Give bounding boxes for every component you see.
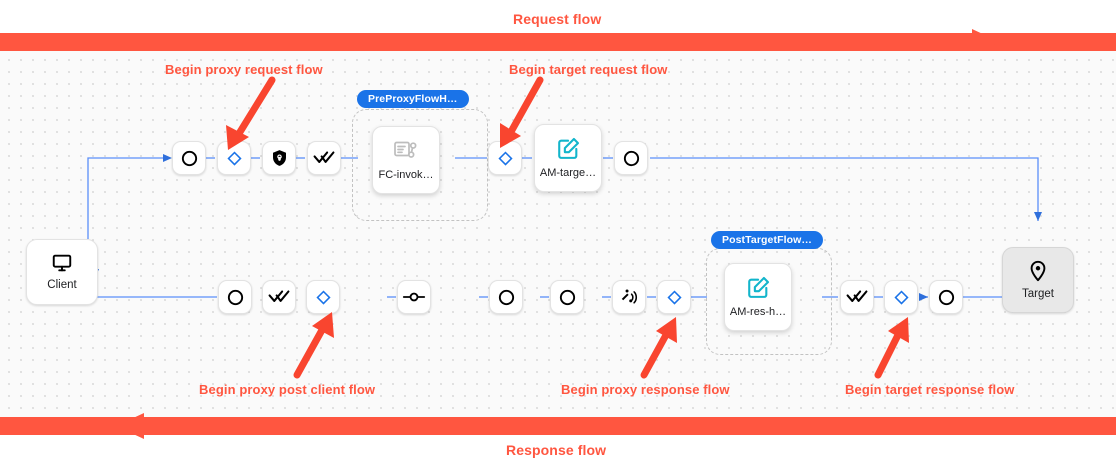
satellite-signal-icon	[619, 287, 640, 308]
response-step-target-verify[interactable]	[840, 280, 874, 314]
response-step-client-end[interactable]	[218, 280, 252, 314]
response-step-verify[interactable]	[262, 280, 296, 314]
circle-icon	[180, 149, 199, 168]
begin-proxy-request-flow-step[interactable]	[217, 141, 251, 175]
response-flow-arrowhead-icon	[116, 413, 144, 439]
annotation-label-target-response: Begin target response flow	[845, 382, 1015, 397]
request-flow-banner	[0, 33, 1116, 51]
response-flow-banner	[0, 417, 1116, 435]
request-step-verify[interactable]	[307, 141, 341, 175]
flow-callout-policy-node[interactable]: FC-invok…	[372, 126, 440, 194]
flow-canvas[interactable]: Client Target	[0, 51, 1116, 417]
circle-icon	[622, 149, 641, 168]
pre-proxy-flow-hook-group	[352, 109, 488, 221]
wire-arrowhead-icon	[1034, 212, 1042, 221]
request-step-end-circle[interactable]	[614, 141, 648, 175]
annotation-label-proxy-response: Begin proxy response flow	[561, 382, 730, 397]
wire-arrowhead-icon	[919, 293, 928, 301]
assign-message-response-policy-node[interactable]: AM-res-h…	[724, 263, 792, 331]
diamond-icon	[666, 289, 683, 306]
flow-callout-icon	[393, 139, 419, 163]
begin-proxy-response-flow-step[interactable]	[657, 280, 691, 314]
client-endpoint-node[interactable]: Client	[26, 239, 98, 305]
response-step-node-connector[interactable]	[397, 280, 431, 314]
diamond-icon	[893, 289, 910, 306]
wire-arrowhead-icon	[163, 154, 172, 162]
begin-proxy-post-client-flow-step[interactable]	[306, 280, 340, 314]
post-target-flow-badge[interactable]: PostTargetFlow…	[711, 231, 823, 249]
circle-icon	[558, 288, 577, 307]
diamond-icon	[315, 289, 332, 306]
target-endpoint-node[interactable]: Target	[1002, 247, 1074, 313]
begin-target-response-flow-step[interactable]	[884, 280, 918, 314]
response-step-proxy-start[interactable]	[489, 280, 523, 314]
request-step-security[interactable]	[262, 141, 296, 175]
shield-lock-icon	[270, 148, 289, 168]
node-connector-icon	[402, 290, 426, 304]
response-step-signal[interactable]	[612, 280, 646, 314]
response-step-proxy-second[interactable]	[550, 280, 584, 314]
flow-callout-policy-label: FC-invok…	[378, 168, 434, 181]
client-endpoint-label: Client	[47, 279, 77, 292]
assign-message-icon	[746, 275, 771, 300]
diamond-icon	[226, 150, 243, 167]
assign-message-response-policy-label: AM-res-h…	[729, 306, 787, 319]
assign-message-target-policy-node[interactable]: AM-targe…	[534, 124, 602, 192]
pre-proxy-flow-hook-badge[interactable]: PreProxyFlowH…	[357, 90, 469, 108]
diamond-icon	[497, 150, 514, 167]
double-check-icon	[313, 150, 335, 166]
request-step-circle[interactable]	[172, 141, 206, 175]
response-step-target-end[interactable]	[929, 280, 963, 314]
annotation-label-proxy-post-client: Begin proxy post client flow	[199, 382, 376, 397]
annotation-label-target-request: Begin target request flow	[509, 62, 668, 77]
begin-target-request-flow-step[interactable]	[488, 141, 522, 175]
double-check-icon	[268, 289, 290, 305]
double-check-icon	[846, 289, 868, 305]
response-flow-label: Response flow	[506, 442, 607, 458]
assign-message-target-policy-label: AM-targe…	[539, 167, 597, 180]
assign-message-icon	[556, 136, 581, 161]
request-flow-arrowhead-icon	[972, 29, 1000, 55]
connection-wires	[87, 154, 1042, 313]
target-endpoint-label: Target	[1022, 288, 1054, 301]
monitor-icon	[49, 252, 75, 274]
request-flow-label: Request flow	[513, 11, 602, 27]
annotation-label-proxy-request: Begin proxy request flow	[165, 62, 323, 77]
circle-icon	[226, 288, 245, 307]
circle-icon	[497, 288, 516, 307]
circle-icon	[937, 288, 956, 307]
location-pin-icon	[1027, 259, 1049, 283]
